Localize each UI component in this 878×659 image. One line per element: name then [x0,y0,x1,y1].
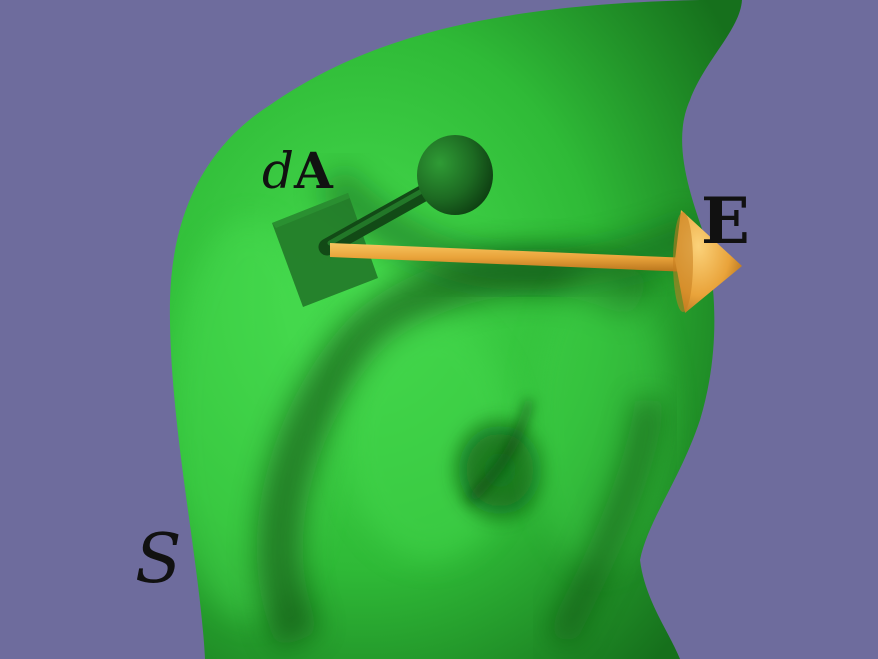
field-vector-label: E [701,184,750,259]
surface-label: S [135,520,182,599]
area-element-label: dA [262,141,334,200]
area-element-label-d: d [262,142,294,200]
area-element-label-A: A [293,141,334,200]
